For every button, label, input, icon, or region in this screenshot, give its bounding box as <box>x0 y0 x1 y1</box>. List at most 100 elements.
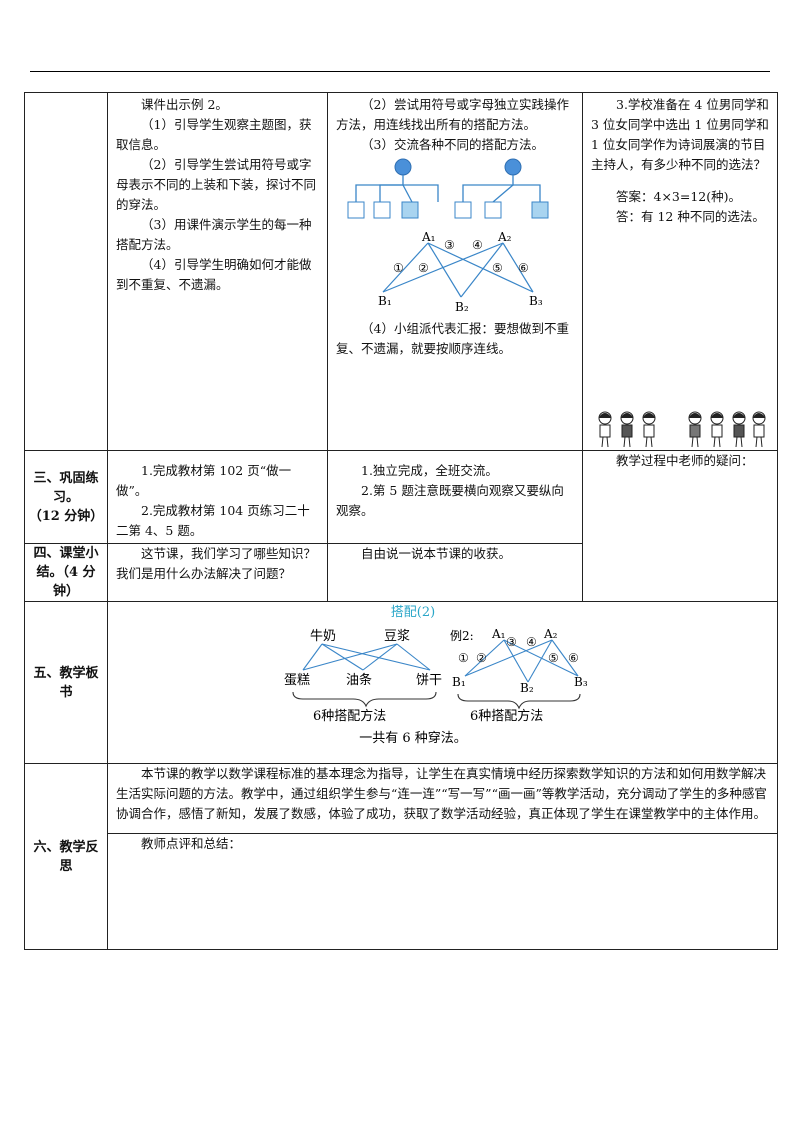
board-label: ⑤ <box>548 651 559 665</box>
board-method: 6种搭配方法 <box>470 708 543 724</box>
ab-connection-diagram: A₁ A₂ ③ ④ ① ② ⑤ ⑥ B₁ B₂ B₃ <box>378 230 543 314</box>
tree-box <box>373 201 391 219</box>
exercise-cell: 3.学校准备在 4 位男同学和 3 位女同学中选出 1 位男同学和 1 位女同学… <box>582 92 778 451</box>
section-label: 钟） <box>52 584 79 599</box>
row-practice: 三、巩固练 习。 （12 分钟） 1.完成教材第 102 页“做一做”。 2.完… <box>24 450 778 602</box>
board-label: ② <box>476 651 487 665</box>
board-label: ⑥ <box>568 651 579 665</box>
section-blackboard: 五、教学板 书 <box>24 601 108 764</box>
student-activity-cell: （2）尝试用符号或字母独立实践操作方法，用连线找出所有的搭配方法。 （3）交流各… <box>327 92 583 451</box>
section-label: （12 分钟） <box>28 508 104 524</box>
tree-box <box>484 201 502 219</box>
tree-box <box>347 201 365 219</box>
answer-line: 答：有 12 种不同的选法。 <box>616 209 765 224</box>
tree-node <box>504 158 522 176</box>
label-n4: ④ <box>472 238 483 252</box>
matching-diagram: A₁ A₂ ③ ④ ① ② ⑤ ⑥ B₁ B₂ B₃ <box>347 158 549 314</box>
summary-teacher-cell: 这节课，我们学习了哪些知识？我们是用什么办法解决了问题？ <box>107 543 328 602</box>
board-label: B₃ <box>574 675 588 689</box>
student-line: （2）尝试用符号或字母独立实践操作方法，用连线找出所有的搭配方法。 <box>336 97 569 132</box>
section-label: 结。（4 分 <box>36 565 96 580</box>
section-label: 四、课堂小 <box>33 546 99 561</box>
student-line: （3）交流各种不同的搭配方法。 <box>361 137 544 152</box>
summary-student-cell: 自由说一说本节课的收获。 <box>327 543 583 602</box>
teacher-line: （3）用课件演示学生的每一种搭配方法。 <box>116 217 312 252</box>
practice-line: 2.完成教材第 104 页练习二十二第 4、5 题。 <box>116 503 310 538</box>
teacher-line: （4）引导学生明确如何才能做到不重复、不遗漏。 <box>116 257 312 292</box>
practice-line: 2.第 5 题注意既要横向观察又要纵向观察。 <box>336 483 564 518</box>
section-label: 书 <box>59 684 73 700</box>
section-label: 五、教学板 <box>33 665 99 681</box>
student-line: （4）小组派代表汇报：要想做到不重复、不遗漏，就要按顺序连线。 <box>336 321 569 356</box>
board-title: 搭配(2) <box>391 604 435 620</box>
section-reflection: 六、教学反 思 <box>24 763 108 950</box>
board-item: 油条 <box>346 672 372 688</box>
practice-teacher-cell: 1.完成教材第 102 页“做一做”。 2.完成教材第 104 页练习二十二第 … <box>107 450 328 544</box>
board-label: ③ <box>506 635 517 649</box>
section-empty-cell <box>24 92 108 451</box>
board-method: 6种搭配方法 <box>313 708 386 724</box>
teacher-line: （1）引导学生观察主题图，获取信息。 <box>116 117 312 152</box>
label-b3: B₃ <box>529 294 543 308</box>
board-label: ① <box>458 651 469 665</box>
section-label: 三、巩固练 <box>33 470 99 486</box>
comment-label: 教师点评和总结： <box>141 836 242 851</box>
lesson-plan-table: 课件出示例 2。 （1）引导学生观察主题图，获取信息。 （2）引导学生尝试用符号… <box>24 92 778 950</box>
board-label: A₂ <box>543 627 558 641</box>
section-practice: 三、巩固练 习。 （12 分钟） <box>24 450 108 544</box>
board-item: 牛奶 <box>310 629 336 644</box>
board-label: ④ <box>526 635 537 649</box>
tree-box <box>531 201 549 219</box>
tree-box <box>401 201 419 219</box>
reflection-text: 本节课的教学以数学课程标准的基本理念为指导，让学生在真实情境中经历探索数学知识的… <box>116 766 767 821</box>
practice-student-cell: 1.独立完成，全班交流。 2.第 5 题注意既要横向观察又要纵向观察。 <box>327 450 583 544</box>
label-a1: A₁ <box>421 230 435 244</box>
board-item: 饼干 <box>416 673 442 688</box>
tree-diagram-right <box>454 158 549 219</box>
teacher-line: （2）引导学生尝试用符号或字母表示不同的上装和下装，探讨不同的穿法。 <box>116 157 317 212</box>
teacher-question-label: 教学过程中老师的疑问： <box>616 453 754 468</box>
tree-node <box>394 158 412 176</box>
header-rule <box>30 71 770 72</box>
reflection-cell: 本节课的教学以数学课程标准的基本理念为指导，让学生在真实情境中经历探索数学知识的… <box>107 763 778 834</box>
answer-line: 答案：4×3=12(种)。 <box>616 189 742 204</box>
board-item: 豆浆 <box>384 629 410 644</box>
summary-text: 这节课，我们学习了哪些知识？我们是用什么办法解决了问题？ <box>116 546 317 581</box>
tree-diagram-left <box>347 158 439 219</box>
board-label: B₂ <box>520 681 534 695</box>
section-label: 六、教学反 <box>33 839 99 855</box>
section-summary: 四、课堂小 结。（4 分 钟） <box>24 543 108 602</box>
children-illustration <box>598 411 766 448</box>
board-summary: 一共有 6 种穿法。 <box>359 730 467 746</box>
blackboard-cell: 搭配(2) 牛奶 豆浆 蛋糕 油条 饼干 6种搭配方法 <box>107 601 778 764</box>
comment-cell: 教师点评和总结： <box>107 833 778 950</box>
board-label: A₁ <box>491 627 505 641</box>
teacher-question-cell: 教学过程中老师的疑问： <box>582 450 778 602</box>
practice-line: 1.独立完成，全班交流。 <box>361 463 498 478</box>
section-label: 思 <box>59 858 73 874</box>
label-n3: ③ <box>444 238 455 252</box>
row-reflection-text: 六、教学反 思 本节课的教学以数学课程标准的基本理念为指导，让学生在真实情境中经… <box>24 763 778 950</box>
label-n6: ⑥ <box>518 261 529 275</box>
row-summary: 四、课堂小 结。（4 分 钟） 这节课，我们学习了哪些知识？我们是用什么办法解决… <box>24 543 778 602</box>
label-b2: B₂ <box>455 300 469 314</box>
tree-box <box>454 201 472 219</box>
board-example: 例2: <box>450 629 474 643</box>
row-blackboard: 五、教学板 书 搭配(2) 牛奶 豆浆 蛋糕 油条 饼干 <box>24 601 778 764</box>
practice-line: 1.完成教材第 102 页“做一做”。 <box>116 463 292 498</box>
exercise-text: 3.学校准备在 4 位男同学和 3 位女同学中选出 1 位男同学和 1 位女同学… <box>591 97 769 172</box>
label-a2: A₂ <box>497 230 512 244</box>
board-label: B₁ <box>452 675 466 689</box>
row-new-lesson: 课件出示例 2。 （1）引导学生观察主题图，获取信息。 （2）引导学生尝试用符号… <box>24 92 778 451</box>
label-n5: ⑤ <box>492 261 503 275</box>
board-item: 蛋糕 <box>284 673 310 688</box>
row-reflection-comment: 教师点评和总结： <box>25 833 778 950</box>
teacher-activity-cell: 课件出示例 2。 （1）引导学生观察主题图，获取信息。 （2）引导学生尝试用符号… <box>107 92 328 451</box>
label-n1: ① <box>393 261 404 275</box>
label-b1: B₁ <box>378 294 392 308</box>
summary-text: 自由说一说本节课的收获。 <box>361 546 512 561</box>
label-n2: ② <box>418 261 429 275</box>
board-right-diagram: 例2: A₁ A₂ ③ ④ ① ② ⑤ ⑥ B₁ B₂ <box>450 627 588 724</box>
section-label: 习。 <box>52 489 79 505</box>
blackboard-design: 搭配(2) 牛奶 豆浆 蛋糕 油条 饼干 6种搭配方法 <box>284 604 588 746</box>
